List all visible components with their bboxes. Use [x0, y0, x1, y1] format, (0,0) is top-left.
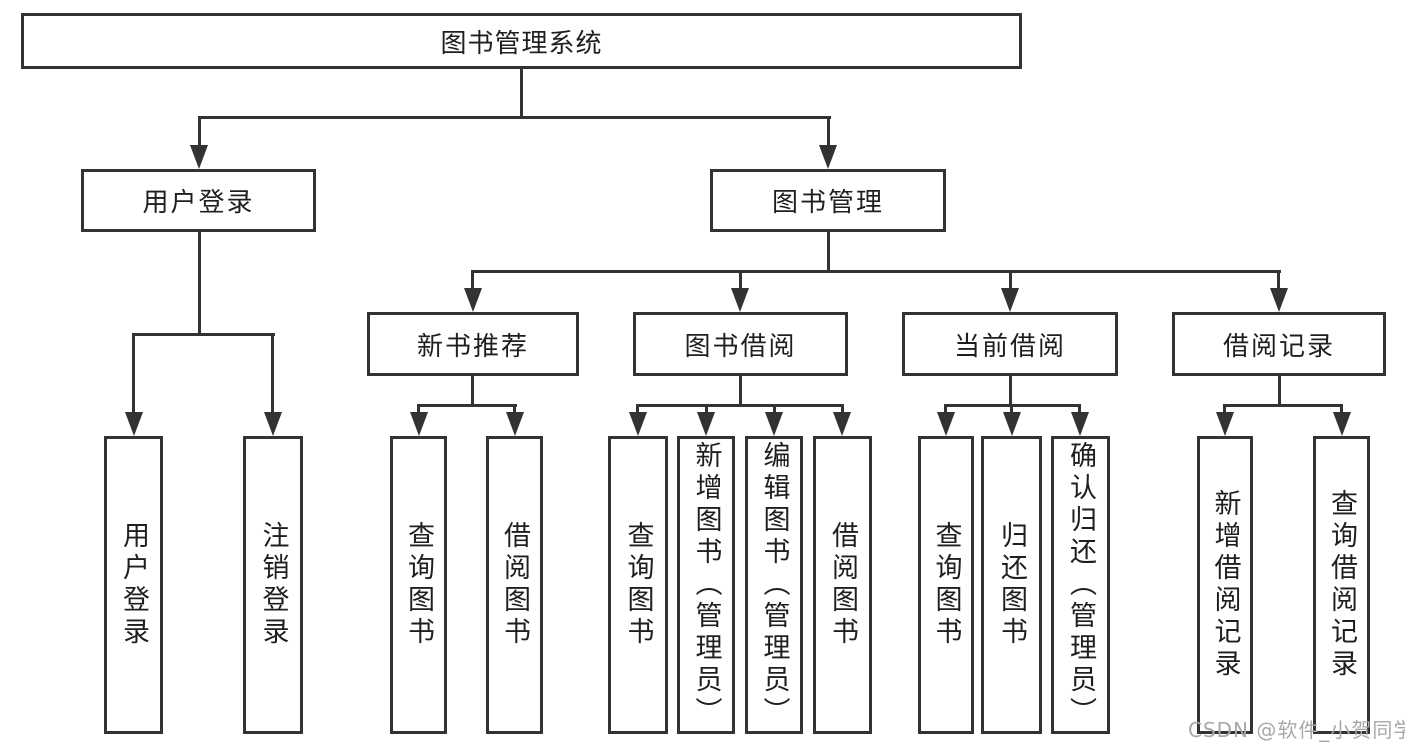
connector-drop [944, 404, 947, 416]
arrow-down-icon [464, 288, 482, 312]
node-borrowing-records: 借阅记录 [1172, 312, 1386, 376]
connector-drop [841, 404, 844, 416]
connector-records-bar [1223, 404, 1343, 407]
leaf-add-borrow-record: 新增借阅记录 [1197, 436, 1253, 734]
leaf-return-books: 归还图书 [981, 436, 1042, 734]
leaf-add-book-admin: 新增图书（管理员） [677, 436, 735, 734]
arrow-down-icon [410, 412, 428, 436]
leaf-borrow-books-recommend: 借阅图书 [486, 436, 543, 734]
connector-drop [1078, 404, 1081, 416]
connector-drop [1277, 270, 1280, 290]
node-library-management-system: 图书管理系统 [21, 13, 1022, 69]
arrow-down-icon [731, 288, 749, 312]
arrow-down-icon [1270, 288, 1288, 312]
connector-current-stem [1009, 375, 1012, 407]
arrow-down-icon [629, 412, 647, 436]
connector-records-stem [1278, 375, 1281, 407]
connector-drop [773, 404, 776, 416]
node-user-login: 用户登录 [81, 169, 316, 232]
node-new-book-recommendation: 新书推荐 [367, 312, 579, 376]
arrow-down-icon [833, 412, 851, 436]
connector-recommend-stem [471, 375, 474, 407]
watermark: CSDN @软件_小贺同学 [1188, 718, 1405, 742]
connector-drop [417, 404, 420, 416]
arrow-down-icon [937, 412, 955, 436]
connector-borrowing-stem [739, 375, 742, 407]
connector-drop [705, 404, 708, 416]
connector-recommend-bar [417, 404, 517, 407]
leaf-query-books-current: 查询图书 [918, 436, 974, 734]
connector-drop [513, 404, 516, 416]
leaf-logout: 注销登录 [243, 436, 303, 734]
arrow-down-icon [819, 145, 837, 169]
node-book-borrowing: 图书借阅 [633, 312, 848, 376]
connector-drop [471, 270, 474, 290]
connector-drop [198, 116, 201, 148]
connector-drop [1340, 404, 1343, 416]
arrow-down-icon [190, 145, 208, 169]
node-current-borrowing: 当前借阅 [902, 312, 1118, 376]
arrow-down-icon [506, 412, 524, 436]
connector-bookmgmt-stem [827, 231, 830, 273]
arrow-down-icon [1333, 412, 1351, 436]
leaf-query-books-borrowing: 查询图书 [608, 436, 668, 734]
leaf-user-login: 用户登录 [104, 436, 163, 734]
node-book-management: 图书管理 [710, 169, 946, 232]
connector-bookmgmt-bar [471, 270, 1281, 273]
arrow-down-icon [125, 412, 143, 436]
leaf-edit-book-admin: 编辑图书（管理员） [745, 436, 803, 734]
connector-drop [739, 270, 742, 290]
leaf-borrow-books-borrowing: 借阅图书 [813, 436, 872, 734]
arrow-down-icon [1001, 288, 1019, 312]
connector-drop [132, 333, 135, 415]
arrow-down-icon [765, 412, 783, 436]
leaf-query-books-recommend: 查询图书 [390, 436, 447, 734]
connector-borrowing-bar [636, 404, 844, 407]
connector-root-bar [198, 116, 831, 119]
connector-drop [1009, 270, 1012, 290]
connector-drop [827, 116, 830, 148]
connector-userlogin-bar [132, 333, 275, 336]
arrow-down-icon [1003, 412, 1021, 436]
arrow-down-icon [697, 412, 715, 436]
connector-drop [1223, 404, 1226, 416]
arrow-down-icon [1216, 412, 1234, 436]
arrow-down-icon [264, 412, 282, 436]
leaf-confirm-return-admin: 确认归还（管理员） [1051, 436, 1110, 734]
arrow-down-icon [1071, 412, 1089, 436]
connector-root-stem [520, 68, 523, 119]
connector-drop [636, 404, 639, 416]
connector-drop [271, 333, 274, 415]
connector-userlogin-stem [198, 231, 201, 336]
connector-drop [1010, 404, 1013, 416]
leaf-query-borrow-record: 查询借阅记录 [1313, 436, 1370, 734]
